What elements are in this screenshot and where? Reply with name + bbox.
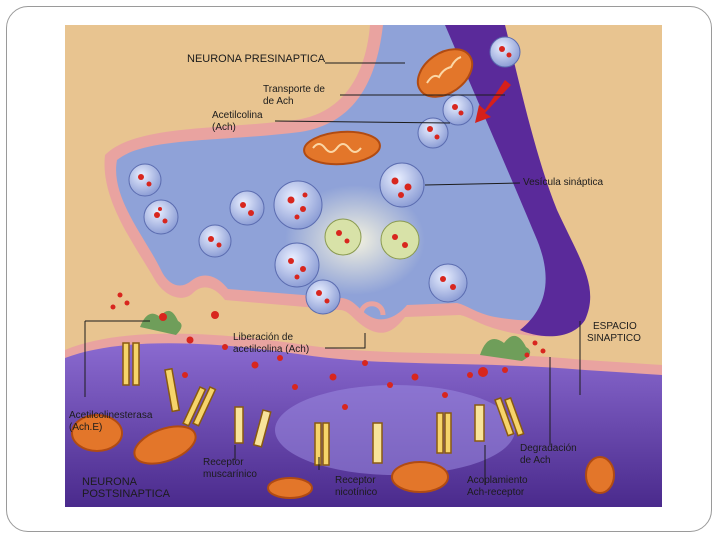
acetylcholinesterase-left: [140, 310, 182, 335]
label-ach-release-2: acetilcolina (Ach): [233, 344, 310, 355]
mitochondria-presynaptic: [303, 48, 474, 166]
released-ach: [110, 292, 546, 410]
label-ach-degradation-1: Degradación: [520, 443, 577, 454]
label-postsynaptic-2: POSTSINAPTICA: [82, 488, 171, 500]
ach-molecules-in-vesicles: [138, 46, 512, 304]
label-ache-2: (Ach.E): [69, 422, 103, 433]
label-muscarinic-2: muscarínico: [203, 469, 257, 480]
label-nicotinic-1: Receptor: [335, 475, 376, 486]
label-acetylcholine-1: Acetilcolina: [212, 110, 263, 121]
label-ach-transport-2: de Ach: [263, 96, 294, 107]
label-ach-release-1: Liberación de: [233, 332, 294, 343]
synapse-diagram: NEURONA PRESINAPTICA Transporte de de Ac…: [65, 25, 662, 507]
label-postsynaptic-1: NEURONA: [82, 476, 138, 488]
label-ache-1: Acetilcolinesterasa: [69, 410, 153, 421]
acetylcholinesterase-right: [480, 335, 531, 361]
label-muscarinic-1: Receptor: [203, 457, 244, 468]
label-synaptic-space-1: ESPACIO: [593, 321, 637, 332]
label-presynaptic: NEURONA PRESINAPTICA: [187, 53, 326, 65]
label-ach-degradation-2: de Ach: [520, 455, 551, 466]
label-ach-transport-1: Transporte de: [263, 84, 325, 95]
synapse-illustration: [65, 25, 662, 507]
label-synaptic-space-2: SINAPTICO: [587, 333, 641, 344]
receptors: [122, 342, 525, 466]
exocytosis-vesicle: [358, 301, 386, 316]
leader-lines: [84, 62, 581, 485]
label-acetylcholine-2: (Ach): [212, 122, 236, 133]
synaptic-vesicles: [128, 36, 521, 315]
label-coupling-2: Ach-receptor: [467, 487, 525, 498]
mitochondria-postsynaptic: [71, 414, 615, 499]
transport-arrow: [475, 80, 511, 123]
label-coupling-1: Acoplamiento: [467, 475, 528, 486]
label-synaptic-vesicle: Vesícula sináptica: [523, 177, 604, 188]
axon-purple-band: [445, 25, 591, 337]
label-nicotinic-2: nicotínico: [335, 487, 378, 498]
